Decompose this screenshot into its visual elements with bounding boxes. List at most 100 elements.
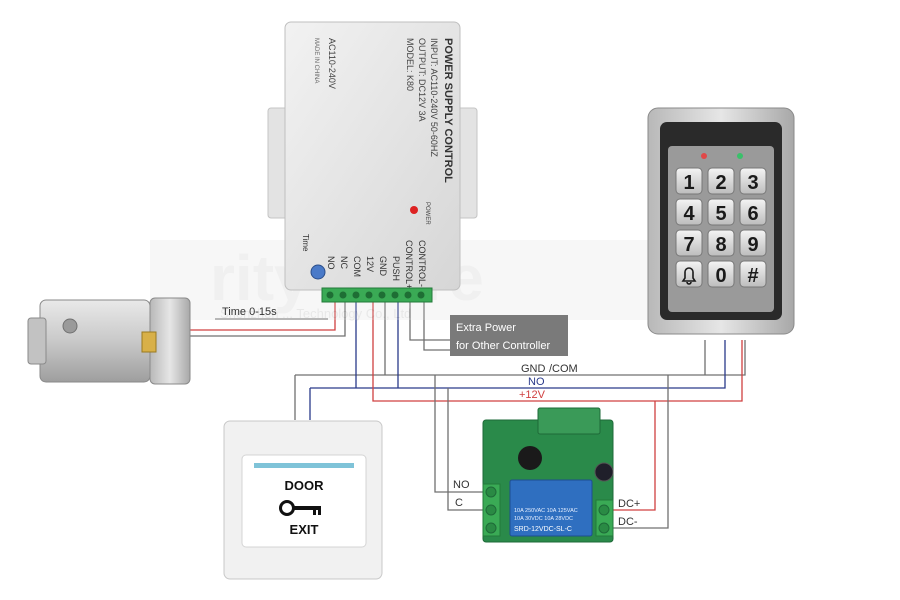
lock-body xyxy=(39,299,151,383)
no-label: NO xyxy=(528,376,545,388)
time-knob-icon[interactable] xyxy=(310,264,326,280)
psu-terminal-nc: NC xyxy=(339,256,349,269)
psu-input: INPUT: AC110-240V 50-60HZ xyxy=(429,38,439,157)
psu-terminal-12v: 12V xyxy=(365,256,375,272)
relay-spec-2: 10A 30VDC 10A 28VDC xyxy=(514,516,573,522)
key-0-button[interactable] xyxy=(707,260,735,288)
extra-power-line2: for Other Controller xyxy=(456,340,550,352)
psu-terminal-control-plus: CONTROL+ xyxy=(404,240,414,289)
key-3-button[interactable] xyxy=(739,167,767,195)
plus12v-label: +12V xyxy=(519,389,546,401)
key-hash-label: # xyxy=(747,265,758,287)
key-8-button[interactable] xyxy=(707,229,735,257)
electric-lock xyxy=(27,297,191,385)
key-9-label: 9 xyxy=(747,234,758,256)
relay-c-wire xyxy=(447,388,485,511)
com-label: /COM xyxy=(549,363,578,375)
screw-icon xyxy=(598,522,610,534)
power-led-icon xyxy=(410,206,418,214)
relay-c-label: C xyxy=(455,497,463,509)
key-8-label: 8 xyxy=(715,234,726,256)
gnd-label: GND xyxy=(521,363,546,375)
relay-no-label: NO xyxy=(453,479,470,491)
screw-icon xyxy=(365,291,373,299)
psu-terminal-strip xyxy=(321,287,433,303)
screw-icon xyxy=(378,291,386,299)
psu-control-drop2 xyxy=(423,300,452,351)
plus12v-wire xyxy=(372,300,743,402)
exit-button-stripe xyxy=(254,463,354,468)
screw-icon xyxy=(391,291,399,299)
wires xyxy=(190,300,746,529)
key-1-button[interactable] xyxy=(675,167,703,195)
keypad-green-led-icon xyxy=(737,153,743,159)
relay-spec-1: 10A 250VAC 10A 125VAC xyxy=(514,508,578,514)
key-5-label: 5 xyxy=(715,203,726,225)
key-9-button[interactable] xyxy=(739,229,767,257)
psu-terminal-control-minus: CONTROL- xyxy=(417,240,427,287)
extra-power-line1: Extra Power xyxy=(456,322,516,334)
extra-power-box: Extra Power for Other Controller xyxy=(450,315,568,356)
exit-door-text: DOOR xyxy=(285,478,325,493)
key-1-label: 1 xyxy=(683,172,694,194)
key-hash-button[interactable] xyxy=(739,260,767,288)
key-5-button[interactable] xyxy=(707,198,735,226)
key-0-label: 0 xyxy=(715,265,726,287)
key-3-label: 3 xyxy=(747,172,758,194)
screw-icon xyxy=(485,486,497,498)
exit-exit-text: EXIT xyxy=(290,522,319,537)
screw-icon xyxy=(326,291,334,299)
psu-ac-label: AC110-240V xyxy=(327,38,337,89)
key-bell-button[interactable] xyxy=(675,260,703,288)
lock-wire-1 xyxy=(190,300,336,331)
psu-made-in: MADE IN CHINA xyxy=(313,38,319,83)
relay-dcplus-wire xyxy=(612,401,656,511)
exit-button-device: DOOR EXIT xyxy=(223,420,383,580)
power-supply-unit: POWER SUPPLY CONTROL INPUT: AC110-240V 5… xyxy=(267,21,478,303)
psu-terminal-labels: NO NC COM 12V GND PUSH CONTROL+ CONTROL- xyxy=(326,240,427,289)
psu-terminal-gnd: GND xyxy=(378,256,388,277)
screw-icon xyxy=(598,504,610,516)
time-range-label: Time 0-15s xyxy=(222,306,277,318)
psu-terminal-no: NO xyxy=(326,256,336,270)
key-4-button[interactable] xyxy=(675,198,703,226)
relay-dcplus-label: DC+ xyxy=(618,498,640,510)
relay-model-text: SRD-12VDC-SL-C xyxy=(514,526,572,533)
extra-power-box-bg xyxy=(450,315,568,356)
psu-label: POWER SUPPLY CONTROL INPUT: AC110-240V 5… xyxy=(313,38,454,183)
screw-icon xyxy=(352,291,360,299)
lock-wire-2 xyxy=(190,300,346,337)
keypad-device: 1 2 3 4 5 6 7 8 9 0 # xyxy=(647,107,795,335)
keypad-red-led-icon xyxy=(701,153,707,159)
exit-button-face[interactable] xyxy=(241,454,367,548)
key-2-button[interactable] xyxy=(707,167,735,195)
psu-terminal-screws xyxy=(326,291,425,299)
relay-antenna-coil xyxy=(518,446,542,470)
key-icon xyxy=(279,500,321,516)
screw-icon xyxy=(417,291,425,299)
psu-output: OUTPUT: DC12V 3A xyxy=(417,38,427,122)
screw-icon xyxy=(404,291,412,299)
relay-capacitor xyxy=(594,462,614,482)
psu-model: MODEL: K80 xyxy=(405,38,415,91)
lock-left-plate xyxy=(27,317,47,365)
key-6-label: 6 xyxy=(747,203,758,225)
keypad-keys: 1 2 3 4 5 6 7 8 9 0 # xyxy=(675,167,767,288)
psu-power-led-label: POWER xyxy=(424,202,430,225)
watermark-subtext: Shenzhen ... Technology Co., Ltd xyxy=(220,306,411,321)
relay-block xyxy=(509,479,593,537)
screw-icon xyxy=(485,522,497,534)
key-7-label: 7 xyxy=(683,234,694,256)
screw-icon xyxy=(485,504,497,516)
key-4-label: 4 xyxy=(683,203,695,225)
key-6-button[interactable] xyxy=(739,198,767,226)
psu-terminal-push: PUSH xyxy=(391,256,401,281)
relay-no-wire xyxy=(434,375,485,493)
screw-icon xyxy=(339,291,347,299)
key-7-button[interactable] xyxy=(675,229,703,257)
relay-module: 10A 250VAC 10A 125VAC 10A 30VDC 10A 28VD… xyxy=(482,407,614,543)
bell-icon xyxy=(681,267,697,285)
psu-terminal-com: COM xyxy=(352,256,362,277)
psu-control-drop1 xyxy=(409,300,452,341)
